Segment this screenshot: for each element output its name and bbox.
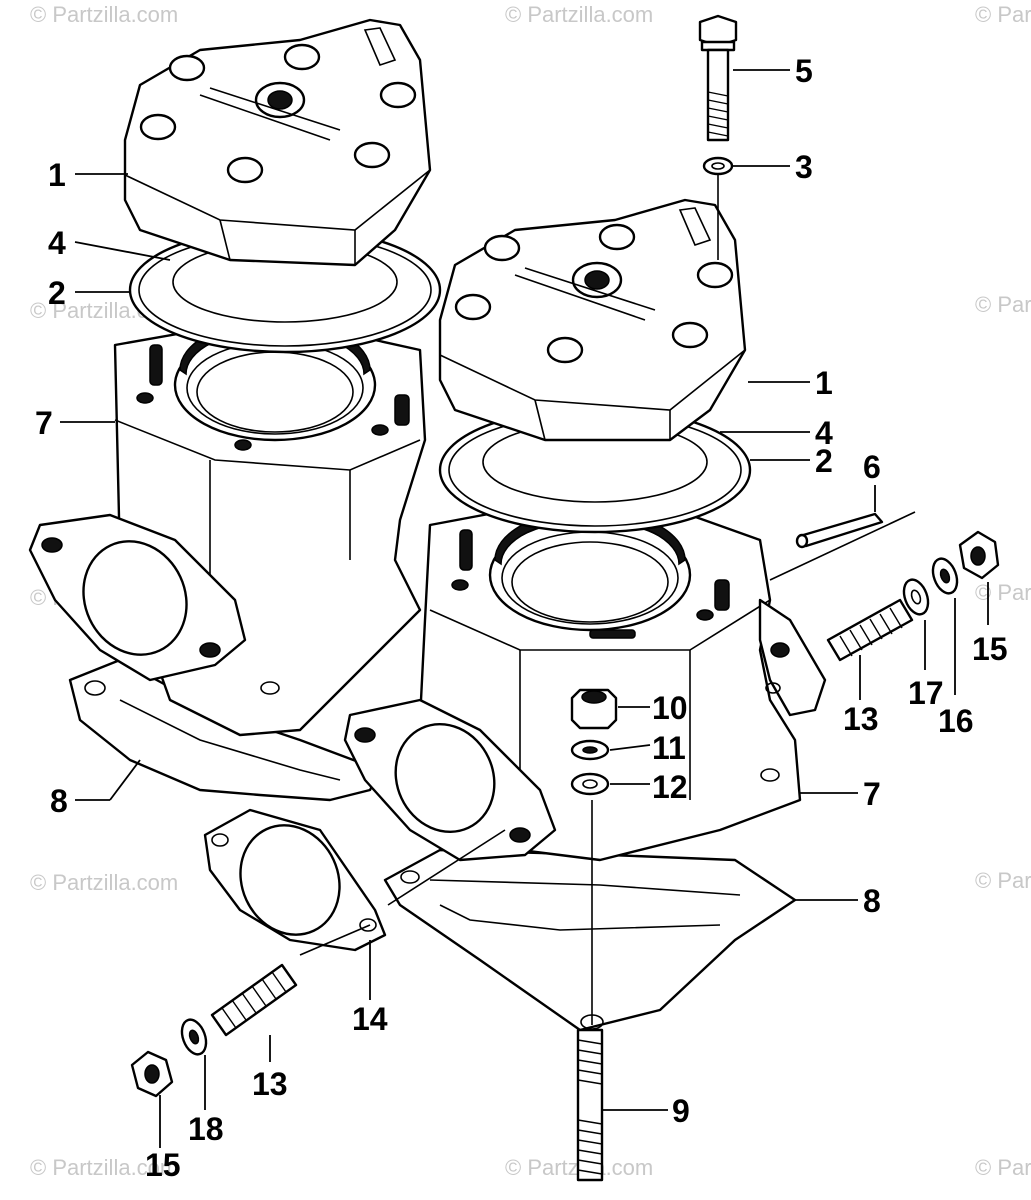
callout-15-nut-right: 15 [972, 631, 1008, 667]
callout-10-nut: 10 [652, 690, 688, 726]
right-intake-flange-drawing [343, 698, 557, 862]
left-cylinder-head-drawing [123, 18, 432, 267]
watermark-text: © Partzilla.com [975, 580, 1031, 605]
watermark-text: © Partzilla.com [30, 870, 178, 895]
callout-2-right-gasket: 2 [815, 443, 833, 479]
watermark-text: © Partzilla.com [30, 2, 178, 27]
lockwasher-16-drawing [931, 557, 959, 595]
stud-13-right-drawing [826, 598, 914, 662]
right-base-gasket-drawing [383, 848, 797, 1032]
washer-17-drawing [902, 578, 930, 616]
watermark-text: © Partzilla.com [975, 2, 1031, 27]
callout-4-left-gasket: 4 [48, 225, 66, 261]
leader-lines [60, 69, 989, 1148]
pin-6-drawing [795, 512, 884, 549]
watermark-text: © Partzilla.com [975, 1155, 1031, 1180]
callout-8-right-gasket: 8 [863, 883, 881, 919]
watermark-text: © Partzilla.com [975, 292, 1031, 317]
lockwasher-18-drawing [180, 1018, 208, 1056]
callout-6-pin: 6 [863, 449, 881, 485]
watermark-text: © Partzilla.com [30, 1155, 178, 1180]
mount-lug-drawing [758, 598, 827, 717]
center-lines [299, 175, 916, 1025]
callout-3-washer: 3 [795, 149, 813, 185]
callout-17-washer: 17 [908, 675, 944, 711]
callout-1-right-head: 1 [815, 365, 833, 401]
washer-12-drawing [570, 772, 610, 796]
callout-7-right-cylinder: 7 [863, 776, 881, 812]
callout-13-stud-left: 13 [252, 1066, 288, 1102]
callout-8-left-gasket: 8 [50, 783, 68, 819]
stud-9-drawing [576, 1028, 604, 1182]
callout-5-bolt: 5 [795, 53, 813, 89]
callout-15-nut-left: 15 [145, 1147, 181, 1183]
nut-15-right-drawing [958, 530, 1000, 580]
callout-9-stud: 9 [672, 1093, 690, 1129]
callout-7-left-cylinder: 7 [35, 405, 53, 441]
bolt-5-drawing [698, 14, 738, 142]
callout-4-right-gasket: 4 [815, 415, 833, 451]
callout-13-stud-right: 13 [843, 701, 879, 737]
callouts: 1 4 2 7 8 5 3 1 4 2 6 15 17 16 13 10 11 … [35, 53, 1008, 1183]
watermark-text: © Partzilla.com [975, 868, 1031, 893]
watermark-text: © Partzilla.com [505, 2, 653, 27]
washer-11-drawing [570, 739, 610, 761]
callout-2-left-gasket: 2 [48, 275, 66, 311]
left-intake-flange-drawing [28, 513, 247, 682]
callout-11-washer: 11 [652, 730, 686, 766]
callout-16-lockwasher: 16 [938, 703, 974, 739]
washer-3-drawing [702, 156, 734, 176]
callout-1-left-head: 1 [48, 157, 66, 193]
callout-18-lockwasher: 18 [188, 1111, 224, 1147]
right-cylinder-head-drawing [438, 198, 747, 442]
nut-15-left-drawing [130, 1050, 174, 1098]
callout-12-washer: 12 [652, 769, 688, 805]
nut-10-drawing [570, 688, 618, 730]
stud-13-left-drawing [210, 963, 298, 1037]
callout-14-exhaust-gasket: 14 [352, 1001, 388, 1037]
